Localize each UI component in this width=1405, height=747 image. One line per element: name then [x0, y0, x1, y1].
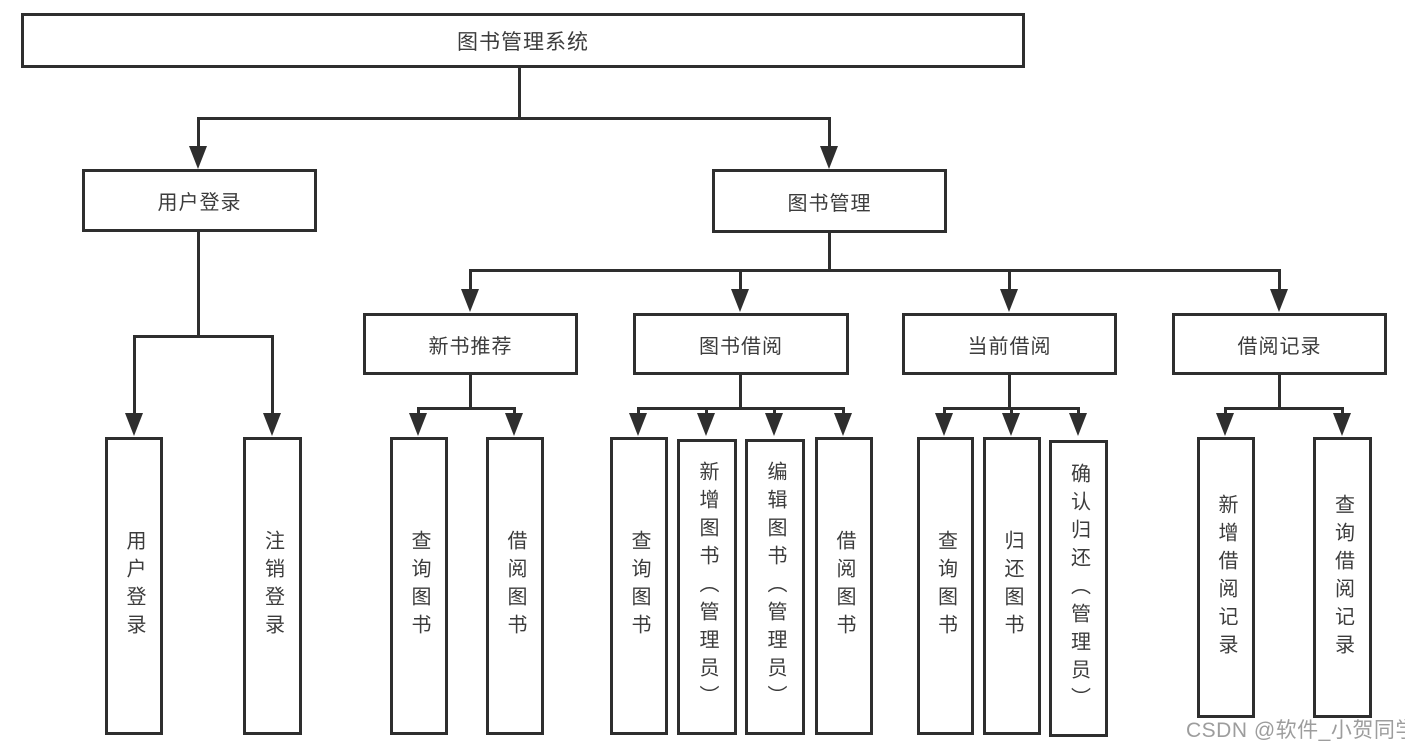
connector-split	[417, 407, 516, 410]
connector-stem	[513, 407, 516, 417]
arrow-down-icon	[834, 413, 852, 436]
node-book-borrow: 图书借阅	[633, 313, 849, 375]
connector-stub	[739, 375, 742, 410]
leaf-label: 归还图书	[1001, 530, 1023, 642]
arrow-down-icon	[697, 413, 715, 436]
node-leaf-add-books-admin: 新增图书（管理员）	[677, 439, 737, 735]
arrow-down-icon	[1333, 413, 1351, 436]
connector-stem	[1077, 407, 1080, 417]
node-leaf-add-borrow-record: 新增借阅记录	[1197, 437, 1255, 718]
node-leaf-query-borrow-record: 查询借阅记录	[1313, 437, 1372, 718]
connector-stem	[637, 407, 640, 417]
node-leaf-return-books: 归还图书	[983, 437, 1041, 735]
connector-stem	[828, 117, 831, 150]
arrow-down-icon	[1216, 413, 1234, 436]
connector-stem	[773, 407, 776, 417]
arrow-down-icon	[820, 146, 838, 169]
connector-stub	[1008, 375, 1011, 410]
connector-book-mgmt-split	[469, 269, 1281, 272]
arrow-down-icon	[1069, 413, 1087, 436]
connector-stem	[739, 269, 742, 294]
node-leaf-confirm-return-admin: 确认归还（管理员）	[1049, 440, 1108, 737]
connector-stem	[197, 117, 200, 150]
arrow-down-icon	[125, 413, 143, 436]
leaf-label: 编辑图书（管理员）	[764, 461, 786, 713]
node-leaf-query-books-recommend: 查询图书	[390, 437, 448, 735]
node-leaf-user-login: 用户登录	[105, 437, 163, 735]
leaf-label: 新增图书（管理员）	[696, 461, 718, 713]
arrow-down-icon	[1270, 289, 1288, 312]
node-user-login: 用户登录	[82, 169, 317, 232]
leaf-label: 借阅图书	[504, 530, 526, 642]
node-leaf-query-books-borrow: 查询图书	[610, 437, 668, 735]
connector-stem	[133, 335, 136, 416]
node-new-book-recommend: 新书推荐	[363, 313, 578, 375]
connector-stem	[842, 407, 845, 417]
node-leaf-borrow-books: 借阅图书	[815, 437, 873, 735]
connector-stem	[1341, 407, 1344, 417]
node-root: 图书管理系统	[21, 13, 1025, 68]
leaf-label: 查询图书	[628, 530, 650, 642]
connector-root-stub	[518, 68, 521, 118]
leaf-label: 查询图书	[934, 530, 957, 642]
arrow-down-icon	[1000, 289, 1018, 312]
arrow-down-icon	[935, 413, 953, 436]
arrow-down-icon	[1002, 413, 1020, 436]
leaf-label: 查询借阅记录	[1331, 493, 1354, 662]
connector-stem	[417, 407, 420, 417]
connector-stub	[469, 375, 472, 410]
node-current-borrow: 当前借阅	[902, 313, 1117, 375]
connector-stem	[1008, 269, 1011, 294]
leaf-label: 注销登录	[261, 530, 284, 642]
connector-user-login-stub	[197, 232, 200, 338]
connector-stem	[1224, 407, 1227, 417]
arrow-down-icon	[765, 413, 783, 436]
arrow-down-icon	[409, 413, 427, 436]
connector-user-login-split	[133, 335, 274, 338]
csdn-watermark: CSDN @软件_小贺同学	[1186, 719, 1405, 742]
node-leaf-query-books-current: 查询图书	[917, 437, 974, 735]
arrow-down-icon	[505, 413, 523, 436]
arrow-down-icon	[731, 289, 749, 312]
connector-stub	[1278, 375, 1281, 410]
node-book-management: 图书管理	[712, 169, 947, 233]
arrow-down-icon	[461, 289, 479, 312]
leaf-label: 用户登录	[123, 530, 145, 642]
connector-stem	[1010, 407, 1013, 417]
node-leaf-edit-books-admin: 编辑图书（管理员）	[745, 439, 805, 735]
node-leaf-logout: 注销登录	[243, 437, 302, 735]
leaf-label: 确认归还（管理员）	[1067, 462, 1090, 715]
connector-stem	[943, 407, 946, 417]
node-borrow-record: 借阅记录	[1172, 313, 1387, 375]
arrow-down-icon	[189, 146, 207, 169]
arrow-down-icon	[263, 413, 281, 436]
connector-stem	[1278, 269, 1281, 294]
arrow-down-icon	[629, 413, 647, 436]
leaf-label: 新增借阅记录	[1215, 493, 1237, 662]
connector-stem	[705, 407, 708, 417]
connector-book-mgmt-stub	[828, 233, 831, 272]
node-leaf-borrow-books-recommend: 借阅图书	[486, 437, 544, 735]
connector-split	[637, 407, 845, 410]
leaf-label: 查询图书	[408, 530, 430, 642]
connector-stem	[469, 269, 472, 294]
connector-root-split	[197, 117, 831, 120]
leaf-label: 借阅图书	[833, 530, 855, 642]
connector-split	[1224, 407, 1344, 410]
connector-stem	[271, 335, 274, 416]
